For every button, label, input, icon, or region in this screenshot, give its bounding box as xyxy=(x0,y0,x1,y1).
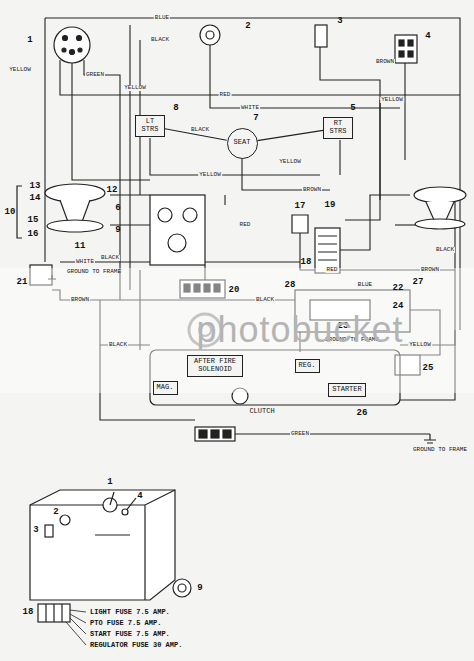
callout-number: 28 xyxy=(285,281,296,290)
wire-color-label: YELLOW xyxy=(8,67,32,73)
wire-color-label: YELLOW xyxy=(198,172,222,178)
callout-number: 18 xyxy=(23,608,34,617)
wire-color-label: GREEN xyxy=(85,72,105,78)
callout-number: 6 xyxy=(115,204,120,213)
node-text: STARTER xyxy=(332,386,361,394)
callout-number: 5 xyxy=(350,104,355,113)
callout-number: 9 xyxy=(115,226,120,235)
node-text: LT STRS xyxy=(139,118,161,133)
node-text: MAG. xyxy=(157,384,174,392)
callout-number: 2 xyxy=(245,22,250,31)
wire-color-label: BROWN xyxy=(375,59,395,65)
dash-panel-inset xyxy=(30,490,191,645)
wire-color-label: YELLOW xyxy=(278,159,302,165)
callout-number: 21 xyxy=(17,278,28,287)
wire-color-label: BLACK xyxy=(255,297,275,303)
callout-number: 4 xyxy=(425,32,430,41)
callout-number: 22 xyxy=(393,284,404,293)
magneto-box: MAG. xyxy=(153,381,178,395)
callout-number: 9 xyxy=(197,584,202,593)
callout-number: 3 xyxy=(337,17,342,26)
regulator-box: REG. xyxy=(295,359,320,373)
callout-number: 24 xyxy=(393,302,404,311)
fuse-label: LIGHT FUSE 7.5 AMP. xyxy=(90,609,170,616)
fuse-label: PTO FUSE 7.5 AMP. xyxy=(90,620,161,627)
wire-color-label: BLACK xyxy=(435,247,455,253)
wire-color-label: BROWN xyxy=(70,297,90,303)
callout-number: 20 xyxy=(229,286,240,295)
node-text: AFTER FIRE SOLENOID xyxy=(191,358,239,373)
callout-number: 11 xyxy=(75,242,86,251)
wire-color-label: RED xyxy=(219,92,232,98)
switch-box: LT STRS xyxy=(135,115,165,137)
callout-number: 10 xyxy=(5,208,16,217)
wire-color-label: BROWN xyxy=(302,187,322,193)
callout-number: 1 xyxy=(107,478,112,487)
wire-color-label: WHITE xyxy=(75,259,95,265)
switch-box: RT STRS xyxy=(323,117,353,139)
wire-color-label: BLACK xyxy=(100,255,120,261)
wire-color-label: BLACK xyxy=(150,37,170,43)
wire-color-label: RED xyxy=(239,222,252,228)
fuse-label: REGULATOR FUSE 30 AMP. xyxy=(90,642,182,649)
callout-number: 19 xyxy=(325,201,336,210)
node-text: RT STRS xyxy=(327,120,349,135)
wire-color-label: BLACK xyxy=(190,127,210,133)
note-label: GROUND TO FRAME xyxy=(67,269,121,275)
wire-color-label: GREEN xyxy=(290,431,310,437)
watermark-band xyxy=(0,268,474,393)
callout-number: 15 xyxy=(28,216,39,225)
callout-number: 26 xyxy=(357,409,368,418)
callout-number: 4 xyxy=(137,492,142,501)
callout-number: 25 xyxy=(423,364,434,373)
watermark-text: photobucket xyxy=(196,312,403,348)
seat-switch: SEAT xyxy=(227,128,258,159)
wire-color-label: WHITE xyxy=(240,105,260,111)
callout-number: 16 xyxy=(28,230,39,239)
callout-number: 14 xyxy=(30,194,41,203)
wire-connector xyxy=(257,130,323,140)
wire-color-label: RED xyxy=(326,267,339,273)
wire-color-label: BROWN xyxy=(420,267,440,273)
node-text: REG. xyxy=(299,362,316,370)
callout-number: 13 xyxy=(30,182,41,191)
wire-color-label: BLACK xyxy=(108,342,128,348)
note-label: CLUTCH xyxy=(249,408,274,415)
fuse-label: START FUSE 7.5 AMP. xyxy=(90,631,170,638)
wire-color-label: BLUE xyxy=(154,15,170,21)
wire-color-label: BLUE xyxy=(357,282,373,288)
solenoid-box: AFTER FIRE SOLENOID xyxy=(187,355,243,377)
callout-number: 3 xyxy=(33,526,38,535)
note-label: GROUND TO FRAME xyxy=(413,447,467,453)
callout-number: 8 xyxy=(173,104,178,113)
callout-number: 1 xyxy=(27,36,32,45)
callout-number: 2 xyxy=(53,508,58,517)
wire-color-label: YELLOW xyxy=(123,85,147,91)
node-text: SEAT xyxy=(234,139,251,147)
wire-color-label: YELLOW xyxy=(380,97,404,103)
wire-color-label: YELLOW xyxy=(408,342,432,348)
callout-number: 17 xyxy=(295,202,306,211)
callout-number: 7 xyxy=(253,114,258,123)
callout-number: 12 xyxy=(107,186,118,195)
starter-box: STARTER xyxy=(328,383,366,397)
callout-number: 27 xyxy=(413,278,424,287)
callout-number: 18 xyxy=(301,258,312,267)
